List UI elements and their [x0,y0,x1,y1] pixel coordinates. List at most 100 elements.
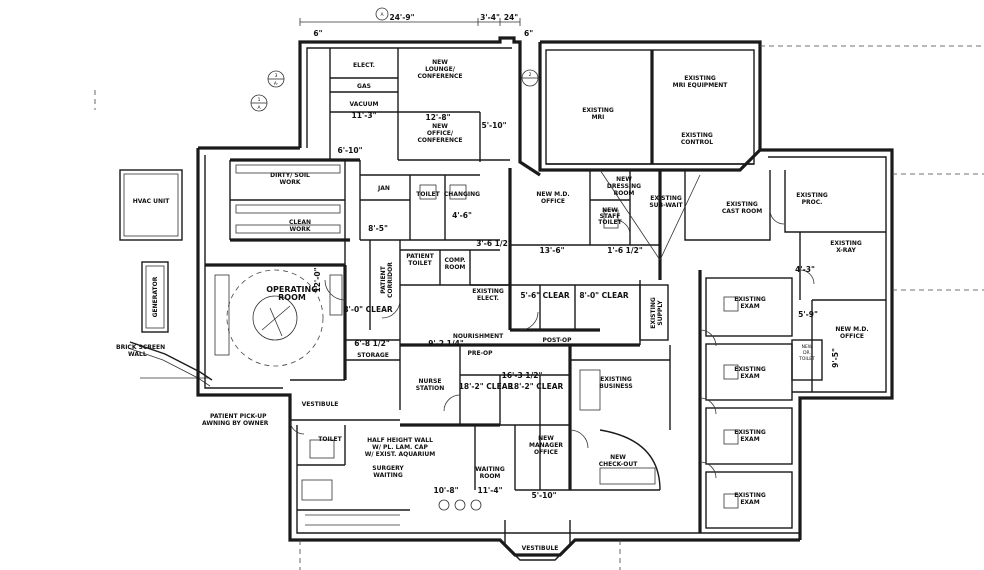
dim-1-6-half: 1'-6 1/2" [607,246,643,255]
label-half-wall-3: W/ EXIST. AQUARIUM [365,451,436,458]
section-a-mid: A [257,105,261,111]
label-comp-room-2: ROOM [445,264,466,271]
label-new-md-office-right-1: NEW M.D. [835,326,868,333]
label-existing-proc-1: EXISTING [796,192,828,199]
label-janitor: JAN [377,185,390,192]
dim-8-0-clear: 8'-0" CLEAR [579,291,629,300]
label-exam-1-b: EXAM [740,303,759,310]
label-surgery-waiting-2: WAITING [373,472,403,479]
label-vestibule-bottom: VESTIBULE [522,545,559,552]
label-dirty-soil-1: DIRTY/ SOIL [270,172,310,179]
label-operating-room-1: OPERATING [266,285,318,294]
brick-wall-label-2: WALL [128,351,147,358]
label-new-md-office-right-2: OFFICE [840,333,864,340]
label-new-dr-toilet-3: TOILET [798,356,815,362]
dim-5-6-clear: 5'-6" CLEAR [520,291,570,300]
label-existing-sub-wait-2: SUB-WAIT [649,202,683,209]
patient-pickup-note: PATIENT PICK-UP AWNING BY OWNER [202,413,269,427]
pickup-label-2: AWNING BY OWNER [202,420,269,427]
label-existing-elect-1: EXISTING [472,288,504,295]
label-new-manager-1: NEW [538,435,554,442]
label-new-staff-toilet-3: TOILET [598,219,622,226]
label-existing-cast-1: EXISTING [726,201,758,208]
label-patient-corridor-1: PATIENT [380,265,387,293]
label-new-md-office-top-1: NEW M.D. [536,191,569,198]
label-new-staff-toilet-2: STAFF [600,213,621,220]
section-markers: A 3 A- 1 A 2 [250,7,539,112]
label-operating-room-2: ROOM [278,293,306,302]
label-exam-4-b: EXAM [740,499,759,506]
section-num-2: 2 [529,72,532,78]
label-existing-proc-2: PROC. [802,199,823,206]
dim-18-2-clear-b: 18'-2" CLEAR [509,382,564,391]
dim-6b: 6" [524,29,533,38]
dim-12-8: 12'-8" [426,113,451,122]
dim-5-10: 5'-10" [482,121,507,130]
dim-8-5: 8'-5" [368,224,388,233]
label-elect-top: ELECT. [353,62,375,69]
label-existing-supply-2: SUPPLY [657,300,664,326]
label-exam-2-b: EXAM [740,373,759,380]
label-half-wall-1: HALF HEIGHT WALL [367,437,433,444]
label-comp-room-1: COMP. [444,257,465,264]
label-gas: GAS [357,83,371,90]
label-new-dressing-3: ROOM [614,190,635,197]
label-exam-4-a: EXISTING [734,492,766,499]
label-new-dressing-2: DRESSING [607,183,641,190]
label-existing-elect-2: ELECT. [477,295,499,302]
label-toilet-top: TOILET [416,191,440,198]
label-nourishment: NOURISHMENT [453,333,504,340]
label-new-checkout-1: NEW [610,454,626,461]
label-existing-business-2: BUSINESS [599,383,633,390]
dim-top-c: 24" [504,13,518,22]
label-surgery-waiting-1: SURGERY [372,465,404,472]
label-new-checkout-2: CHECK-OUT [599,461,639,468]
dim-9-5: 9'-5" [831,348,840,368]
exterior-walls [196,36,894,561]
dim-6-10: 6'-10" [338,146,363,155]
door-swings [289,209,815,479]
label-new-office-2: OFFICE/ [427,130,454,137]
label-new-dr-toilet-1: NEW [802,344,813,350]
label-clean-work-2: WORK [290,226,311,233]
label-dirty-soil-2: WORK [280,179,301,186]
label-existing-supply-1: EXISTING [650,297,657,329]
dim-16-3-half: 16'-3 1/2" [502,371,543,380]
label-exam-2-a: EXISTING [734,366,766,373]
label-new-lounge-1: NEW [432,59,448,66]
label-existing-mri-2: MRI [592,114,605,121]
dim-5-9: 5'-9" [798,310,818,319]
label-existing-xray-2: X-RAY [836,247,856,254]
dimension-strings: 24'-9" 3'-4" 24" 6" 6" 12'-8" 5'-10" 11'… [299,13,840,500]
label-existing-sub-wait-1: EXISTING [650,195,682,202]
room-labels: ELECT. NEW LOUNGE/ CONFERENCE GAS VACUUM… [266,59,868,552]
label-new-staff-toilet-1: NEW [602,207,618,214]
label-exam-3-a: EXISTING [734,429,766,436]
hvac-label: HVAC UNIT [133,198,171,205]
label-half-wall-2: W/ PL. LAM. CAP [372,444,428,451]
section-a-top: A [380,12,384,18]
dim-12-0: 12'-0" [313,267,322,292]
label-toilet-bottom: TOILET [318,436,342,443]
label-mri-equipment-1: EXISTING [684,75,716,82]
label-vestibule-left: VESTIBULE [302,401,339,408]
section-ref-a: A- [274,81,279,87]
label-new-dressing-1: NEW [616,176,632,183]
dim-5-10b: 5'-10" [532,491,557,500]
section-num-3: 3 [275,73,278,79]
dim-6-8-half: 6'-8 1/2" [354,339,390,348]
label-clean-work-1: CLEAN [289,219,311,226]
label-waiting-room-1: WAITING [475,466,505,473]
label-storage: STORAGE [357,352,389,359]
label-new-office-1: NEW [432,123,448,130]
label-existing-mri-1: EXISTING [582,107,614,114]
dim-3-6-half: 3'-6 1/2" [476,239,512,248]
label-new-dr-toilet-2: DR. [803,350,811,356]
dim-4-6: 4'-6" [452,211,472,220]
dim-11-4: 11'-4" [478,486,503,495]
label-changing: CHANGING [444,191,480,198]
label-post-op: POST-OP [542,337,572,344]
label-new-manager-3: OFFICE [534,449,558,456]
label-mri-equipment-2: MRI EQUIPMENT [673,82,729,89]
label-existing-cast-2: CAST ROOM [722,208,762,215]
